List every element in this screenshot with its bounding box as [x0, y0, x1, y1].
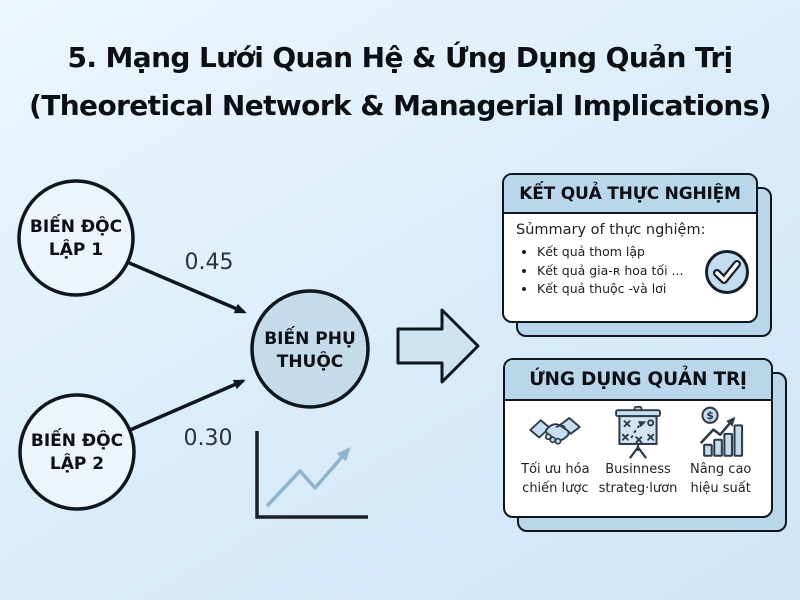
growth-chart-icon: $ [699, 406, 743, 457]
edge-iv1-dv [126, 260, 247, 314]
experimental-results-panel: KẾT QUẢ THỰC NGHIỆM Sủmmary of thực nghi… [502, 173, 772, 337]
results-panel-header: KẾT QUẢ THỰC NGHIỆM [504, 175, 756, 214]
trend-chart-icon [255, 431, 368, 519]
app-item-label: strateg·lươn [598, 481, 678, 496]
title-line2: (Theoretical Network & Managerial Implic… [29, 89, 772, 122]
app-item-label: Businness [605, 462, 671, 477]
panel-card: ỨNG DỤNG QUẢN TRỊ Tối ưu hóa chiến lược [503, 358, 773, 518]
strategy-board-icon [615, 406, 661, 459]
panel-card: KẾT QUẢ THỰC NGHIỆM Sủmmary of thực nghi… [502, 173, 758, 323]
app-item-business-strategy: Businness strateg·lươn [597, 406, 680, 510]
app-item-strategy-optimization: Tối ưu hóa chiến lược [514, 406, 597, 510]
results-bullet: Kết quả thom lập [537, 243, 709, 262]
edge-iv2-dv [129, 379, 246, 432]
dollar-sign: $ [706, 409, 714, 422]
app-item-label: Nâng cao [689, 462, 752, 477]
results-bullet: Kết quả thuộc -và lơi [537, 280, 709, 299]
app-item-label: hiệu suất [690, 481, 751, 496]
results-bullet-list: Kết quả thom lập Kết quả gia-ʀ hoa tối .… [516, 243, 709, 299]
results-panel-body: Sủmmary of thực nghiệm: Kết quả thom lập… [504, 214, 756, 321]
apps-panel-header: ỨNG DỤNG QUẢN TRỊ [505, 360, 771, 401]
app-item-label: chiến lược [522, 481, 589, 496]
handshake-icon [529, 417, 582, 445]
title-line1: 5. Mạng Lưới Quan Hệ & Ứng Dụng Quản Trị [67, 41, 733, 74]
app-item-label: Tối ưu hóa [521, 462, 590, 477]
block-arrow-icon [396, 308, 480, 384]
page-title: 5. Mạng Lưới Quan Hệ & Ứng Dụng Quản Trị… [0, 34, 800, 130]
results-intro: Sủmmary of thực nghiệm: [516, 222, 706, 238]
apps-panel-body: Tối ưu hóa chiến lược [505, 401, 771, 516]
check-circle-icon [703, 248, 751, 296]
edge-weight-iv2-dv: 0.30 [184, 426, 233, 451]
results-bullet: Kết quả gia-ʀ hoa tối ... [537, 262, 709, 281]
app-item-performance: $ Nâng cao hiệu suất [679, 406, 762, 510]
managerial-applications-panel: ỨNG DỤNG QUẢN TRỊ Tối ưu hóa chiến lược [503, 358, 787, 532]
edge-weight-iv1-dv: 0.45 [185, 250, 234, 275]
